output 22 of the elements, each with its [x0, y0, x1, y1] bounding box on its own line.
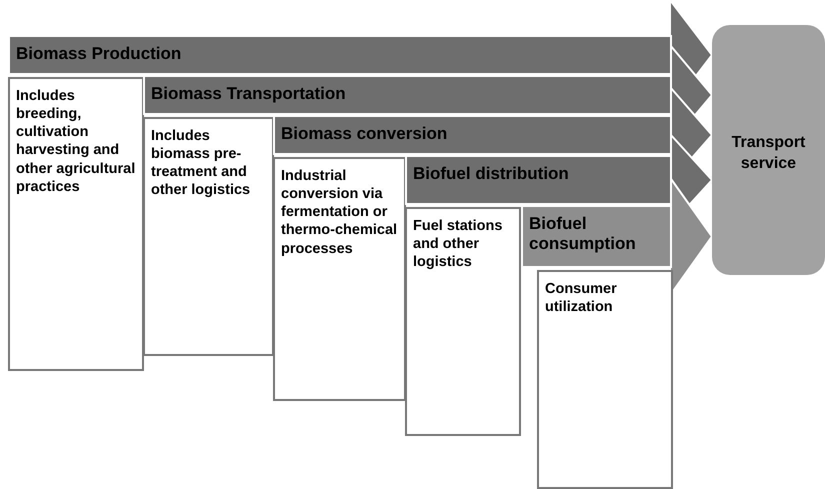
stage-title: Biomass Transportation	[151, 84, 347, 104]
service-label: Transport service	[730, 133, 806, 174]
service-box	[712, 25, 825, 275]
description-text: Includes breeding, cultivation harvesting and other agricultural practices	[16, 87, 136, 196]
description-box	[8, 77, 144, 371]
stage-band	[143, 75, 672, 115]
description-text: Includes biomass pre-treatment and other logistics	[151, 127, 252, 200]
description-box	[537, 270, 673, 489]
description-box	[405, 207, 521, 436]
description-text: Consumer utilization	[545, 280, 618, 316]
stage-band	[405, 155, 672, 205]
stage-title: Biofuel distribution	[413, 164, 570, 184]
description-box	[143, 117, 274, 356]
stage-band	[521, 205, 672, 268]
stage-title: Biomass conversion	[281, 124, 448, 144]
stage-title: Biofuel consumption	[529, 214, 637, 254]
stage-band	[273, 115, 672, 155]
description-text: Fuel stations and other logistics	[413, 217, 504, 272]
stage-title: Biomass Production	[16, 44, 182, 64]
description-box	[273, 157, 406, 401]
stage-band	[8, 35, 672, 75]
description-text: Industrial conversion via fermentation or thermo-chemical processes	[281, 167, 398, 258]
